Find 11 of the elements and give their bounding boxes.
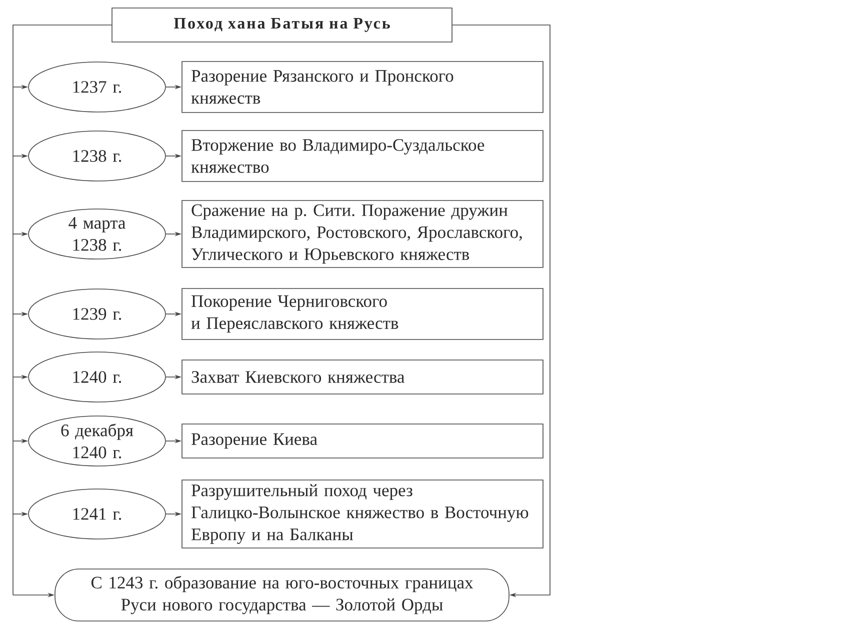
event-box: Разорение Рязанского и Пронского княжеств	[182, 61, 544, 113]
event-box: Покорение Черниговского и Переяславского княжеств	[182, 288, 544, 340]
event-box: Захват Киевского княжества	[182, 360, 544, 394]
event-box: Разрушительный поход через Галицко-Волынское княжество в Восточную Европу и на Балканы	[182, 480, 544, 548]
connector-line	[12, 24, 112, 596]
event-box: Вторжение во Владимиро-Суздальское княжество	[182, 130, 544, 182]
title-box: Поход хана Батыя на Русь	[112, 8, 452, 42]
event-box: Разорение Киева	[182, 424, 544, 458]
arrow	[452, 24, 550, 598]
event-box: Сражение на р. Сити. Поражение дружин Владимирского, Ростовского, Ярославского, Углического и Юрьевского княжеств	[182, 200, 544, 268]
result-box: С 1243 г. образование на юго-восточных границах Руси нового государства — Золотой Орды	[54, 568, 510, 622]
